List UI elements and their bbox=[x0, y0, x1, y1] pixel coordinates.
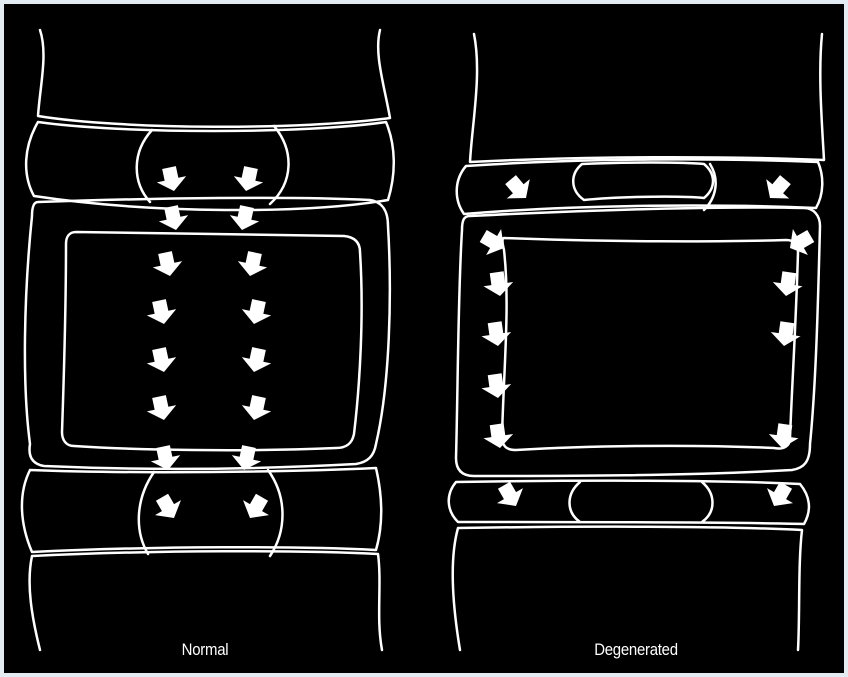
upper-nucleus-normal bbox=[137, 126, 289, 204]
pressure-arrow-icon bbox=[759, 170, 797, 208]
normal-panel bbox=[22, 30, 394, 650]
pressure-arrow-icon bbox=[231, 164, 265, 194]
pressure-arrow-icon bbox=[227, 203, 261, 233]
pressure-arrow-icon bbox=[235, 249, 269, 279]
degenerated-arrows bbox=[476, 170, 819, 514]
normal-caption: Normal bbox=[117, 640, 293, 660]
pressure-arrow-icon bbox=[480, 320, 513, 348]
pressure-arrow-icon bbox=[482, 422, 515, 450]
pressure-arrow-icon bbox=[237, 490, 275, 526]
lower-disc-normal bbox=[22, 468, 381, 552]
pressure-arrow-icon bbox=[144, 297, 178, 327]
pressure-arrow-icon bbox=[239, 393, 273, 423]
pressure-arrow-icon bbox=[769, 320, 802, 348]
pressure-arrow-icon bbox=[476, 223, 512, 261]
pressure-arrow-icon bbox=[144, 393, 178, 423]
spine-segment-diagram bbox=[4, 4, 844, 673]
pressure-arrow-icon bbox=[154, 164, 188, 194]
degenerated-panel bbox=[449, 34, 824, 650]
endplate-inner-normal bbox=[62, 232, 362, 450]
lower-nucleus-degenerated bbox=[570, 482, 713, 522]
upper-vertebra-degenerated bbox=[470, 34, 824, 162]
vertebral-body-outer-normal bbox=[25, 198, 390, 469]
pressure-arrow-icon bbox=[239, 297, 273, 327]
figure-frame: Normal Degenerated bbox=[4, 4, 844, 673]
pressure-arrow-icon bbox=[482, 270, 515, 298]
upper-vertebra-normal bbox=[38, 30, 390, 127]
pressure-arrow-icon bbox=[771, 270, 804, 298]
pressure-arrow-icon bbox=[480, 372, 513, 400]
upper-nucleus-degenerated bbox=[573, 163, 715, 211]
pressure-arrow-icon bbox=[144, 345, 178, 375]
pressure-arrow-icon bbox=[239, 345, 273, 375]
lower-vertebra-degenerated bbox=[453, 527, 802, 650]
pressure-arrow-icon bbox=[150, 249, 184, 279]
endplate-inner-degenerated bbox=[502, 238, 798, 450]
lower-vertebra-normal bbox=[30, 551, 382, 650]
pressure-arrow-icon bbox=[783, 223, 819, 261]
pressure-arrow-icon bbox=[499, 170, 537, 208]
pressure-arrow-icon bbox=[491, 478, 529, 514]
degenerated-caption: Degenerated bbox=[548, 640, 724, 660]
pressure-arrow-icon bbox=[767, 422, 800, 450]
pressure-arrow-icon bbox=[149, 490, 187, 526]
